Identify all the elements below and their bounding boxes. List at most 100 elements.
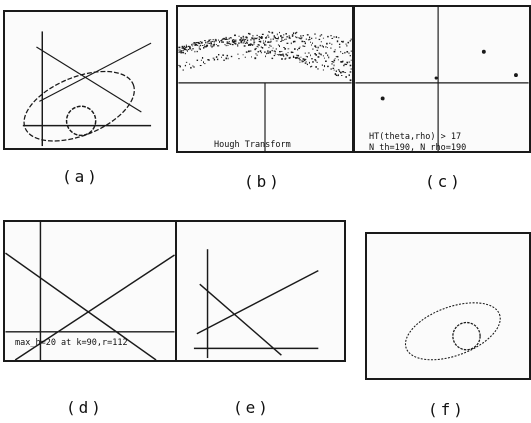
d-caption: max_h=20 at k=90,r=112 [15, 338, 128, 348]
hough-speckle [235, 41, 237, 43]
hough-speckle [273, 35, 275, 37]
hough-speckle [288, 36, 291, 39]
hough-speckle [225, 57, 228, 60]
hough-speckle [178, 51, 180, 53]
hough-speckle [228, 38, 230, 40]
hough-speckle [184, 47, 187, 49]
hough-speckle [348, 61, 351, 63]
hough-speckle [318, 38, 321, 41]
hough-speckle [304, 62, 307, 64]
hough-speckle [281, 40, 283, 42]
hough-speckle [215, 56, 218, 58]
hough-speckle [250, 43, 252, 45]
hough-speckle [200, 41, 203, 43]
hough-speckle [269, 44, 271, 47]
hough-speckle [316, 49, 319, 51]
hough-speckle [304, 58, 307, 60]
hough-speckle [232, 39, 235, 41]
hough-speckle [256, 37, 258, 39]
hough-speckle [245, 36, 248, 39]
hough-speckle [253, 37, 255, 39]
hough-speckle [200, 59, 202, 61]
hough-speckle [315, 37, 317, 39]
hough-speckle [298, 37, 300, 39]
hough-speckle [292, 55, 295, 58]
hough-speckle [320, 41, 322, 43]
hough-speckle [222, 38, 224, 40]
hough-speckle [264, 43, 266, 46]
hough-speckle [293, 48, 296, 50]
hough-speckle [255, 38, 257, 40]
hough-speckle [228, 37, 230, 39]
hough-speckle [344, 63, 346, 65]
label-a: (a) [62, 167, 100, 186]
hough-speckle [244, 36, 246, 38]
hough-speckle [303, 41, 306, 43]
hough-speckle [249, 33, 251, 35]
hough-speckle [277, 54, 280, 56]
hough-speckle [279, 50, 281, 53]
hough-speckle [252, 35, 254, 37]
hough-speckle [227, 44, 229, 46]
hough-speckle [199, 48, 201, 51]
hough-speckle [315, 59, 317, 62]
hough-speckle [234, 34, 236, 37]
hough-speckle [343, 64, 345, 67]
hough-speckle [251, 56, 252, 58]
hough-speckle [218, 53, 220, 56]
hough-speckle [317, 68, 319, 70]
hough-speckle [205, 45, 207, 48]
hough-speckle [207, 59, 209, 61]
hough-speckle [238, 58, 240, 60]
hough-speckle [207, 41, 209, 43]
hough-speckle [307, 39, 310, 41]
hough-speckle [311, 58, 313, 60]
hough-speckle [322, 69, 324, 71]
hough-speckle [211, 45, 213, 48]
hough-speckle [196, 59, 199, 61]
hough-speckle [299, 46, 301, 48]
hough-speckle [275, 40, 278, 42]
hough-speckle [247, 50, 250, 53]
hough-speckle [286, 54, 289, 57]
hough-speckle [270, 40, 272, 43]
hough-speckle [199, 44, 202, 47]
hough-speckle [330, 47, 332, 49]
hough-speckle [178, 49, 180, 51]
hough-speckle [306, 56, 308, 58]
hough-speckle [304, 42, 306, 45]
hough-speckle [245, 51, 248, 53]
hough-speckle [300, 56, 302, 58]
hough-speckle [343, 71, 345, 73]
hough-speckle [276, 33, 278, 36]
hough-speckle [194, 43, 196, 45]
hough-speckle [257, 46, 259, 48]
hough-speckle [289, 38, 291, 40]
hough-speckle [272, 47, 274, 49]
hough-speckle [288, 35, 290, 37]
hough-speckle [260, 46, 262, 48]
hough-speckle [308, 61, 310, 64]
hough-speckle [325, 46, 327, 48]
hough-speckle [276, 38, 279, 40]
hough-speckle [297, 54, 299, 57]
hough-speckle [287, 48, 290, 50]
hough-speckle [272, 38, 275, 40]
hough-speckle [221, 56, 223, 58]
hough-speckle [306, 63, 309, 66]
hough-speckle [301, 60, 303, 62]
hough-speckle [256, 54, 258, 56]
hough-speckle [189, 63, 191, 65]
c-peak-point [481, 49, 486, 54]
hough-speckle [197, 41, 199, 44]
hough-speckle [314, 45, 317, 47]
label-b: (b) [244, 172, 282, 191]
hough-speckle [222, 41, 224, 43]
hough-speckle [254, 57, 257, 60]
hough-speckle [193, 42, 196, 44]
hough-speckle [258, 38, 260, 41]
hough-speckle [220, 40, 222, 42]
hough-speckle [290, 42, 292, 45]
hough-speckle [283, 34, 285, 36]
hough-speckle [298, 47, 301, 50]
